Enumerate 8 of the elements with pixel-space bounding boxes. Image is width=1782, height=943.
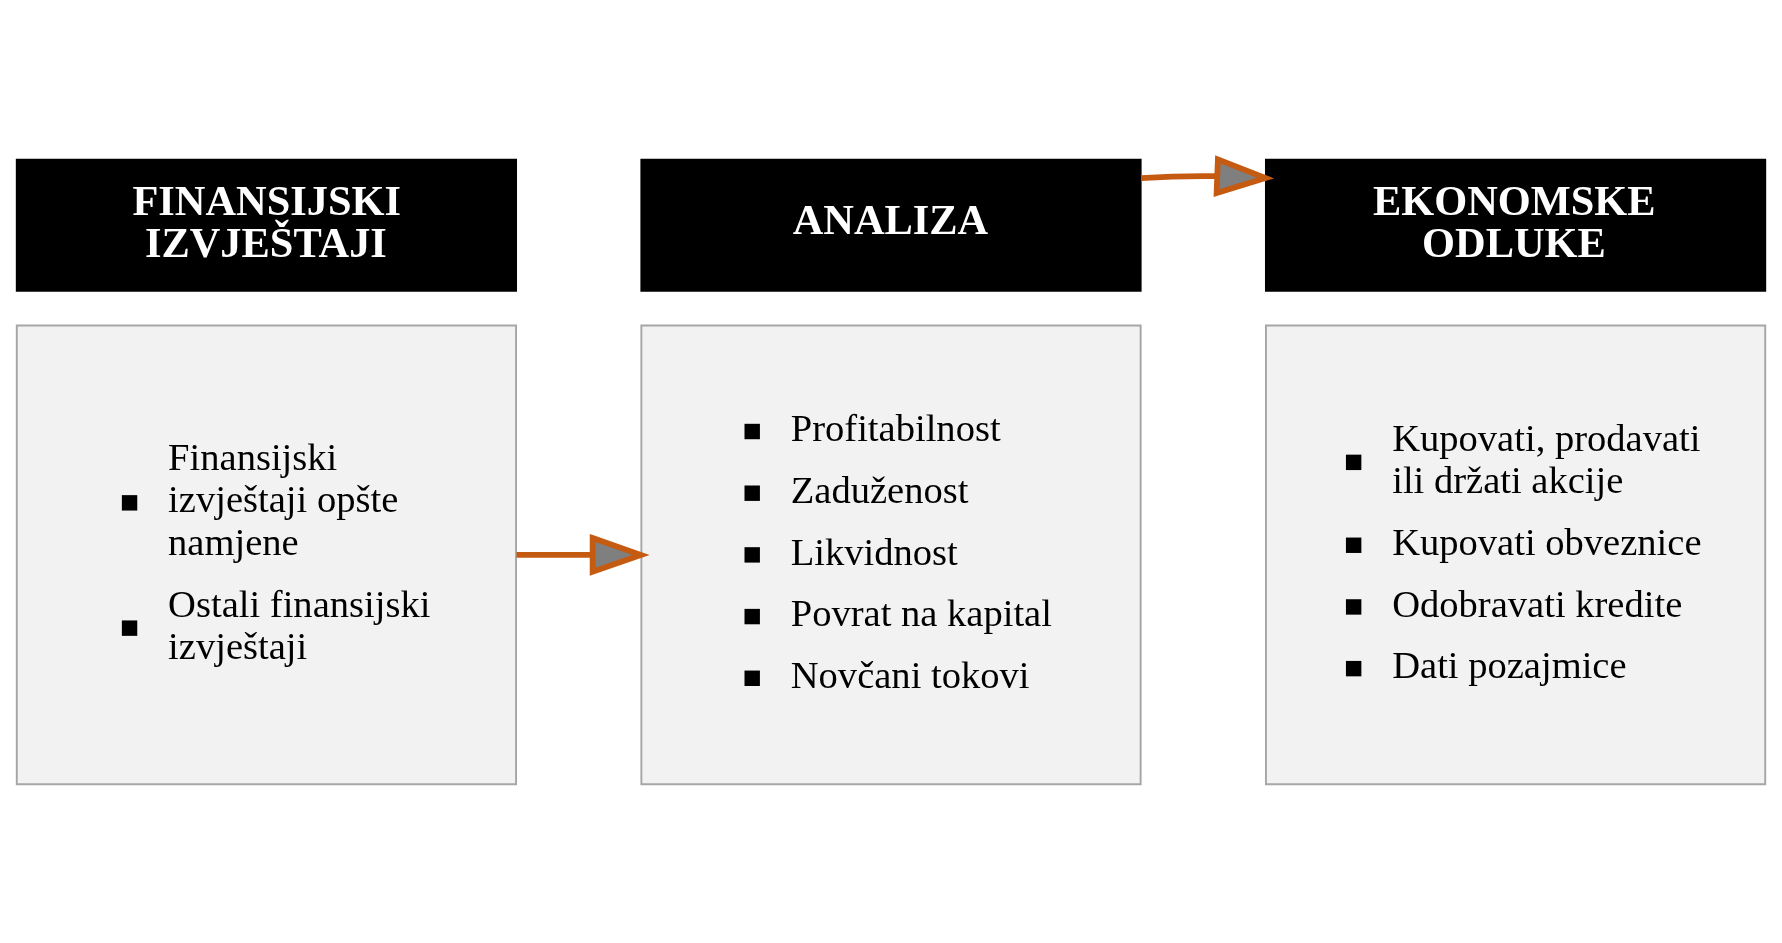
arrow xyxy=(516,533,650,576)
node-box: EKONOMSKE ODLUKE xyxy=(1264,158,1767,292)
arrow xyxy=(1140,154,1275,197)
node-box: Kupovati, prodavati ili držati akcije Kupovati obveznice Odobravati kredite Dati pozajmice xyxy=(1264,324,1767,785)
node-box: FINANSIJSKI IZVJEŠTAJI xyxy=(15,158,518,292)
node-box: Finansijski izvještaji opšte namjene Ostali finansijski izvještaji xyxy=(15,324,518,785)
node-box: ANALIZA xyxy=(640,158,1142,292)
node-box: Profitabilnost Zaduženost Likvidnost Povrat na kapital Novčani tokovi xyxy=(640,324,1142,785)
